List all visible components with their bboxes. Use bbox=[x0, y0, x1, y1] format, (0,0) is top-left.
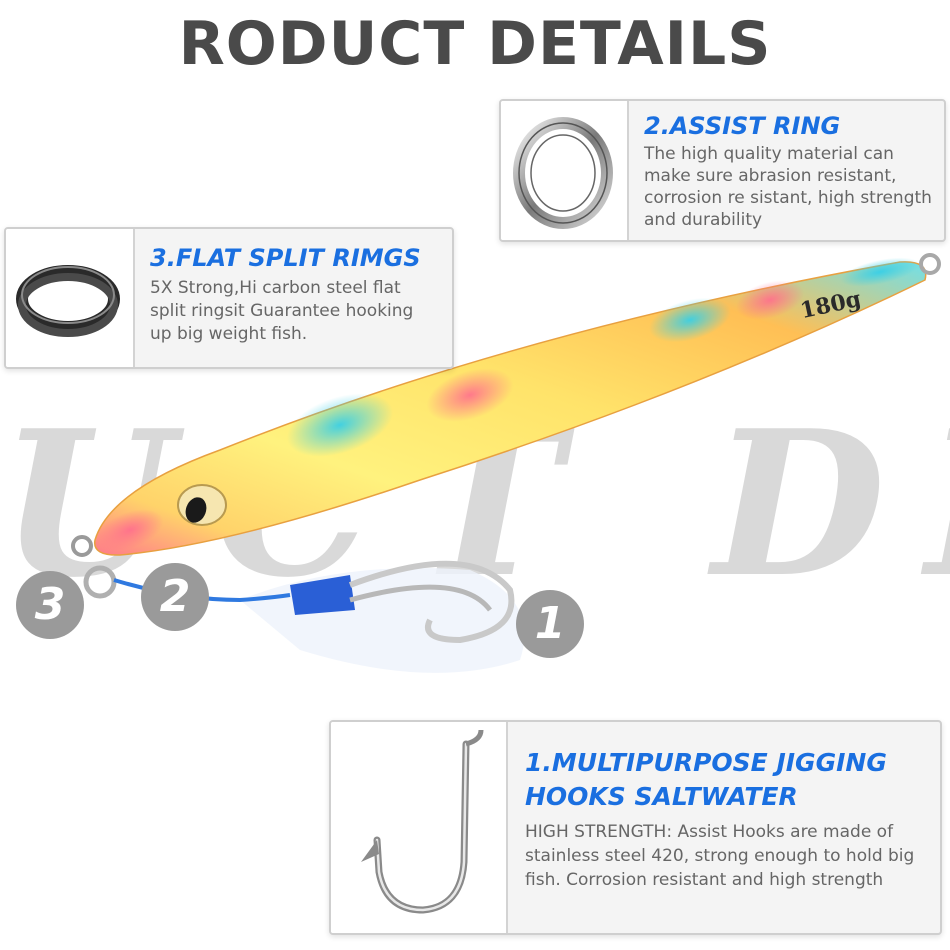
assist-ring-thumbnail bbox=[501, 101, 629, 240]
lure-eye bbox=[177, 484, 227, 526]
badge-one: 1 bbox=[516, 590, 584, 658]
assist-ring-heading: 2.ASSIST RING bbox=[644, 112, 841, 140]
hooks-card: 1.MULTIPURPOSE JIGGING HOOKS SALTWATER H… bbox=[329, 720, 942, 935]
jig-hook-icon bbox=[361, 729, 484, 914]
page-title: RODUCT DETAILS bbox=[178, 9, 772, 79]
assist-ring-card: 2.ASSIST RING The high quality material … bbox=[499, 99, 946, 242]
lure-body bbox=[93, 261, 927, 556]
assist-ring-description: The high quality material can make sure … bbox=[644, 144, 932, 230]
split-rings-card: 3.FLAT SPLIT RIMGS 5X Strong,Hi carbon s… bbox=[4, 227, 454, 369]
badge-three: 3 bbox=[16, 571, 84, 639]
split-rings-thumbnail bbox=[6, 229, 135, 367]
hooks-heading: 1.MULTIPURPOSE JIGGING HOOKS SALTWATER bbox=[525, 748, 887, 811]
badge-two: 2 bbox=[141, 563, 209, 631]
steel-ring-icon bbox=[513, 117, 613, 229]
assist-skirt bbox=[240, 568, 525, 673]
split-rings-heading: 3.FLAT SPLIT RIMGS bbox=[150, 244, 421, 272]
split-rings-description: 5X Strong,Hi carbon steel flat split rin… bbox=[150, 278, 414, 344]
hooks-description: HIGH STRENGTH: Assist Hooks are made of … bbox=[525, 822, 915, 890]
hooks-thumbnail bbox=[331, 722, 508, 933]
split-ring-icon bbox=[16, 265, 120, 337]
